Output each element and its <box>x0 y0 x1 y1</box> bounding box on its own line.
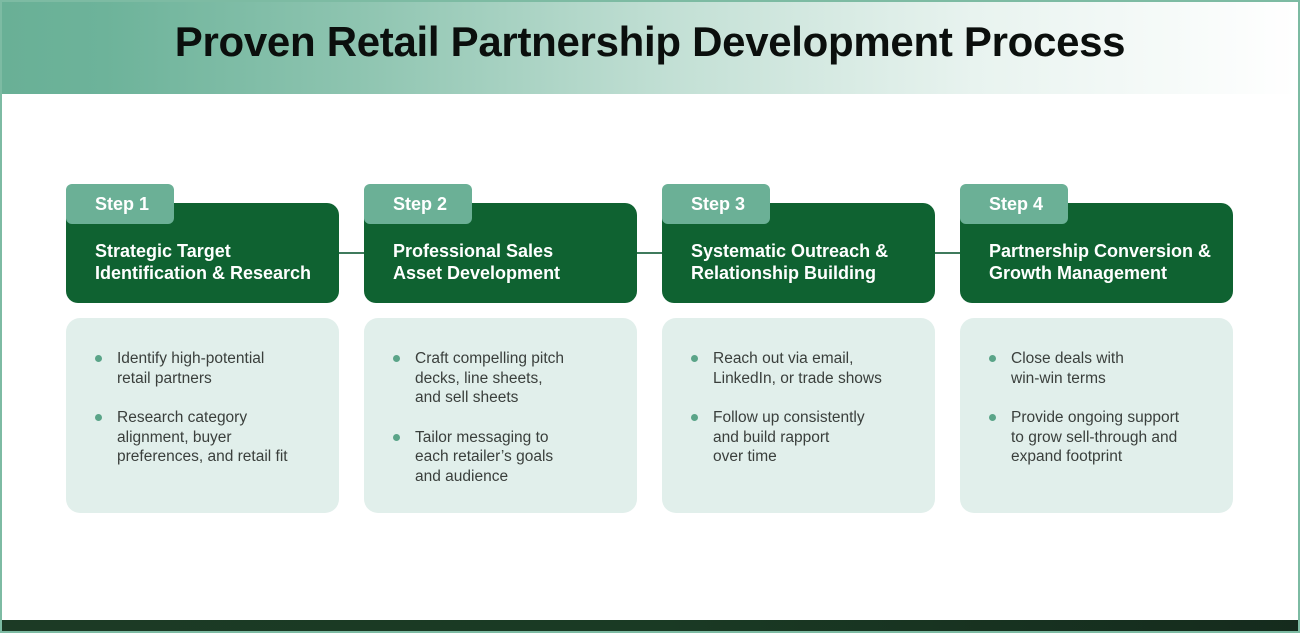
bullet-text: and sell sheets <box>415 389 519 406</box>
bullet-item: Provide ongoing support to grow sell-thr… <box>989 408 1213 467</box>
bullet-text: retail partners <box>117 369 212 387</box>
step-title-line: Strategic Target <box>95 241 231 261</box>
bullet-dot-icon <box>989 414 996 421</box>
page-title: Proven Retail Partnership Development Pr… <box>174 18 1126 65</box>
bullet-text: Follow up consistently <box>713 409 865 426</box>
bullet-text: each retailer’s goals <box>415 448 554 465</box>
bullet-text: expand footprint <box>1011 448 1123 465</box>
bullet-text: preferences, and retail fit <box>117 448 288 465</box>
connector-1-2 <box>339 252 365 254</box>
step-title-line: Identification & Research <box>95 263 312 283</box>
bullet-item: Identify high-potential retail partners <box>95 349 319 388</box>
bullet-item: Craft compelling pitch decks, line sheet… <box>393 349 617 408</box>
step-title-line: Systematic Outreach & <box>691 241 889 261</box>
bullet-item: Tailor messaging to each retailer’s goal… <box>393 428 617 487</box>
bullet-item: Reach out via email, LinkedIn, or trade … <box>691 349 915 388</box>
bullet-item: Follow up consistently and build rapport… <box>691 408 915 467</box>
bullet-text: win-win terms <box>1011 369 1106 387</box>
step-title-line: Relationship Building <box>691 263 876 283</box>
bullet-text: Reach out via email, <box>713 350 854 367</box>
bullet-text: Close deals with <box>1011 350 1124 367</box>
bullet-dot-icon <box>95 355 102 362</box>
connector-3-4 <box>935 252 961 254</box>
step-details: Identify high-potential retail partners … <box>66 318 339 513</box>
step-title-line: Partnership Conversion & <box>989 241 1212 261</box>
bullet-text: Research category <box>117 409 248 426</box>
bullet-text: Provide ongoing support <box>1011 409 1180 426</box>
step-label: Step 4 <box>960 184 1068 224</box>
step-title-line: Asset Development <box>393 263 561 283</box>
bullet-dot-icon <box>393 433 400 441</box>
bullet-text: over time <box>713 448 777 465</box>
bullet-text: Tailor messaging to <box>415 428 549 446</box>
bullet-dot-icon <box>989 355 996 362</box>
step-title: Strategic Target Identification & Resear… <box>66 203 339 303</box>
step-title-line: Growth Management <box>989 263 1168 283</box>
connector-2-3 <box>637 252 663 254</box>
step-label: Step 3 <box>662 184 770 224</box>
step-title-line: Professional Sales <box>393 241 554 261</box>
bullet-text: LinkedIn, or trade shows <box>713 369 882 387</box>
step-details: Reach out via email, LinkedIn, or trade … <box>662 318 935 513</box>
footer-bar <box>2 620 1298 631</box>
bullet-item: Close deals with win-win terms <box>989 349 1213 388</box>
step-label: Step 1 <box>66 184 174 224</box>
header-banner <box>2 2 1298 94</box>
step-details: Close deals with win-win terms Provide o… <box>960 318 1233 513</box>
bullet-text: and build rapport <box>713 428 830 446</box>
bullet-text: to grow sell-through and <box>1011 428 1178 446</box>
bullet-dot-icon <box>691 355 698 362</box>
step-label: Step 2 <box>364 184 472 224</box>
bullet-text: Craft compelling pitch <box>415 350 565 367</box>
bullet-text: and audience <box>415 467 509 485</box>
step-details: Craft compelling pitch decks, line sheet… <box>364 318 637 513</box>
bullet-text: alignment, buyer <box>117 428 232 446</box>
bullet-dot-icon <box>95 414 102 421</box>
bullet-dot-icon <box>393 355 400 362</box>
bullet-text: Identify high-potential <box>117 350 265 367</box>
bullet-text: decks, line sheets, <box>415 369 543 387</box>
bullet-item: Research category alignment, buyer prefe… <box>95 408 319 467</box>
bullet-dot-icon <box>691 414 698 421</box>
